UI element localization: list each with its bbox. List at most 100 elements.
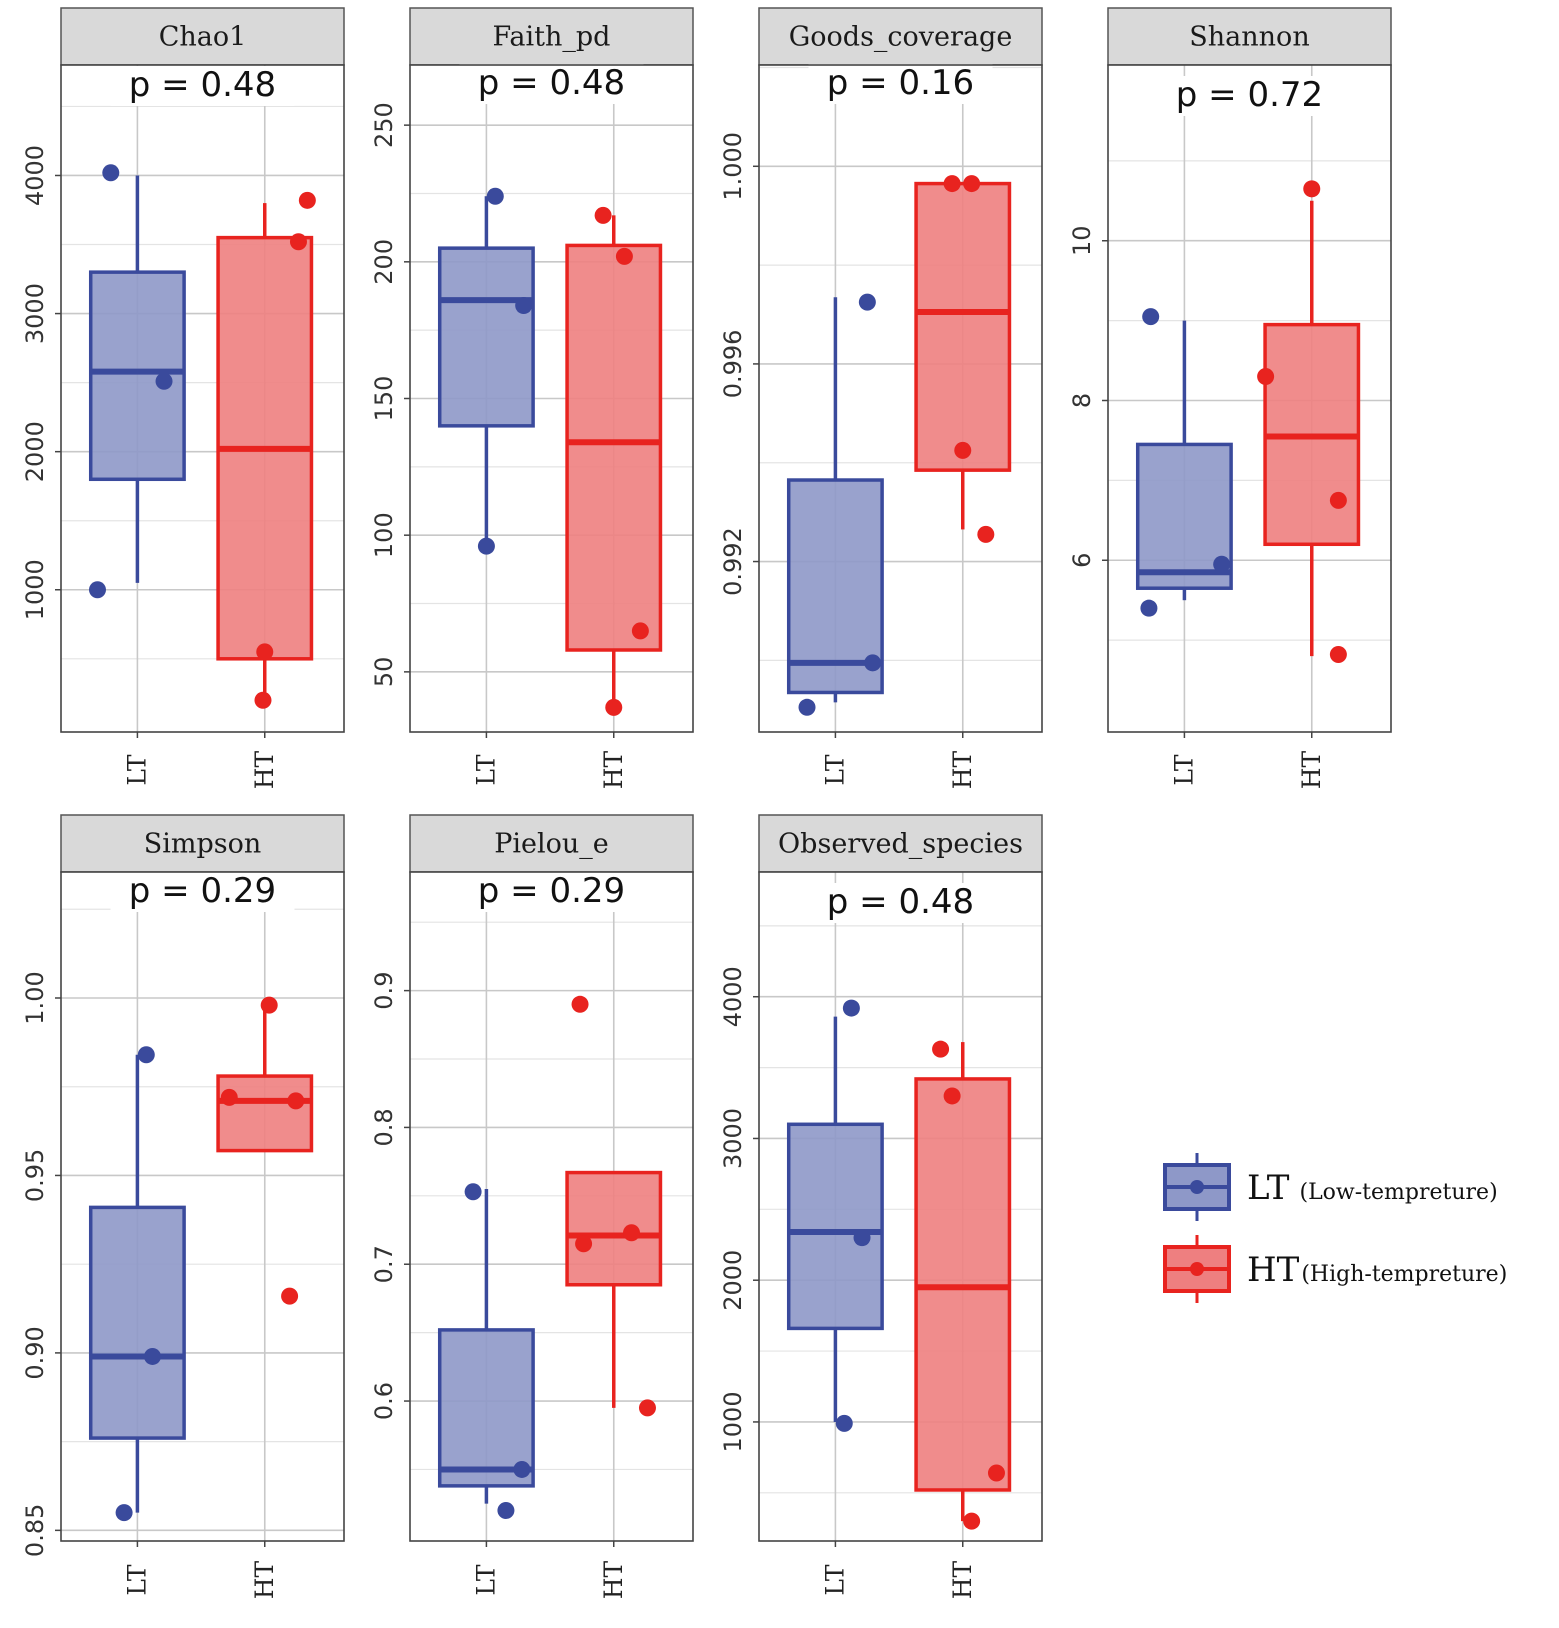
panel-border xyxy=(60,871,345,1542)
y-tick-label: 250 xyxy=(370,102,398,148)
facet-strip xyxy=(409,814,694,873)
y-tick-label: 2000 xyxy=(21,421,49,482)
panel-border xyxy=(409,871,694,1542)
panel-border xyxy=(409,64,694,733)
box-lt xyxy=(88,1046,186,1522)
box-iqr xyxy=(1135,442,1233,590)
y-tick-label: 2000 xyxy=(719,1250,747,1311)
legend-key-lt xyxy=(1163,1153,1231,1221)
data-point xyxy=(1142,308,1160,326)
box-lt xyxy=(437,187,535,555)
legend-label-lt: LT (Low-tempreture) xyxy=(1247,1168,1498,1208)
x-tick-label: LT xyxy=(1169,754,1198,786)
x-tick-label: LT xyxy=(471,754,500,786)
p-value-label: p = 0.16 xyxy=(827,63,974,103)
y-tick-label: 0.6 xyxy=(370,1382,398,1420)
data-point xyxy=(954,441,972,459)
panel-border xyxy=(60,64,345,733)
data-point xyxy=(115,1504,133,1522)
p-value-background xyxy=(1157,76,1342,116)
legend: LT (Low-tempreture) HT(High-tempreture) xyxy=(1163,1153,1507,1303)
p-value-background xyxy=(808,64,993,104)
x-tick-label: HT xyxy=(948,750,977,789)
x-tick-label: HT xyxy=(948,1560,977,1599)
y-tick-label: 0.8 xyxy=(370,1108,398,1146)
y-tick-label: 150 xyxy=(370,376,398,422)
data-point xyxy=(515,297,533,315)
legend-sub-text: (High-tempreture) xyxy=(1301,1262,1507,1287)
data-point xyxy=(1329,491,1347,509)
facet-title: Faith_pd xyxy=(493,22,611,53)
box-iqr xyxy=(565,243,663,652)
y-tick-label: 0.996 xyxy=(719,330,747,399)
box-ht xyxy=(565,995,663,1417)
facet-title: Goods_coverage xyxy=(789,22,1013,53)
panel-border xyxy=(1107,64,1392,733)
y-tick-label: 8 xyxy=(1068,393,1096,408)
x-tick-label: HT xyxy=(599,1560,628,1599)
legend-key-ht xyxy=(1163,1235,1231,1303)
y-tick-label: 50 xyxy=(370,657,398,688)
y-tick-label: 0.992 xyxy=(719,527,747,596)
panel-border xyxy=(758,871,1043,1542)
box-iqr xyxy=(437,1328,535,1488)
y-tick-label: 100 xyxy=(370,512,398,558)
legend-main-text: LT xyxy=(1247,1168,1290,1208)
p-value-label: p = 0.48 xyxy=(129,65,276,105)
data-point xyxy=(623,1224,641,1242)
data-point xyxy=(289,233,307,251)
x-tick-label: HT xyxy=(1297,750,1326,789)
y-tick-label: 3000 xyxy=(21,283,49,344)
box-lt xyxy=(1135,308,1233,617)
data-point xyxy=(963,1512,981,1530)
data-point xyxy=(977,525,995,543)
data-point xyxy=(254,691,272,709)
box-lt xyxy=(437,1183,535,1519)
facet-strip xyxy=(409,7,694,66)
box-ht xyxy=(216,996,314,1305)
data-point xyxy=(486,187,504,205)
y-tick-label: 0.90 xyxy=(21,1326,49,1379)
data-point xyxy=(615,247,633,265)
y-tick-label: 3000 xyxy=(719,1108,747,1169)
y-tick-label: 0.7 xyxy=(370,1245,398,1283)
data-point xyxy=(575,1235,593,1253)
box-ht xyxy=(565,206,663,716)
legend-main-text: HT xyxy=(1247,1250,1300,1290)
box-ht xyxy=(216,191,316,709)
box-ht xyxy=(1257,180,1361,664)
p-value-label: p = 0.72 xyxy=(1176,75,1323,115)
data-point xyxy=(88,581,106,599)
y-tick-label: 1000 xyxy=(719,1391,747,1452)
data-point xyxy=(605,698,623,716)
facet-title: Chao1 xyxy=(159,22,247,53)
data-point xyxy=(1140,599,1158,617)
p-value-background xyxy=(459,64,644,104)
p-value-label: p = 0.29 xyxy=(478,871,625,911)
x-tick-label: LT xyxy=(122,1564,151,1596)
data-point xyxy=(287,1092,305,1110)
legend-point xyxy=(1190,1262,1204,1276)
box-iqr xyxy=(786,1122,884,1331)
data-point xyxy=(256,643,274,661)
y-tick-label: 6 xyxy=(1068,553,1096,568)
x-tick-label: LT xyxy=(471,1564,500,1596)
data-point xyxy=(858,293,876,311)
data-point xyxy=(853,1229,871,1247)
data-point xyxy=(638,1399,656,1417)
legend-sub-text: (Low-tempreture) xyxy=(1299,1180,1497,1205)
data-point xyxy=(932,1040,950,1058)
data-point xyxy=(513,1460,531,1478)
data-point xyxy=(464,1183,482,1201)
x-tick-label: HT xyxy=(250,750,279,789)
data-point xyxy=(220,1088,238,1106)
data-point xyxy=(1257,368,1275,386)
p-value-background xyxy=(110,872,295,912)
box-ht xyxy=(914,1040,1012,1530)
p-value-background xyxy=(110,66,295,106)
data-point xyxy=(137,1046,155,1064)
y-tick-label: 10 xyxy=(1068,225,1096,256)
